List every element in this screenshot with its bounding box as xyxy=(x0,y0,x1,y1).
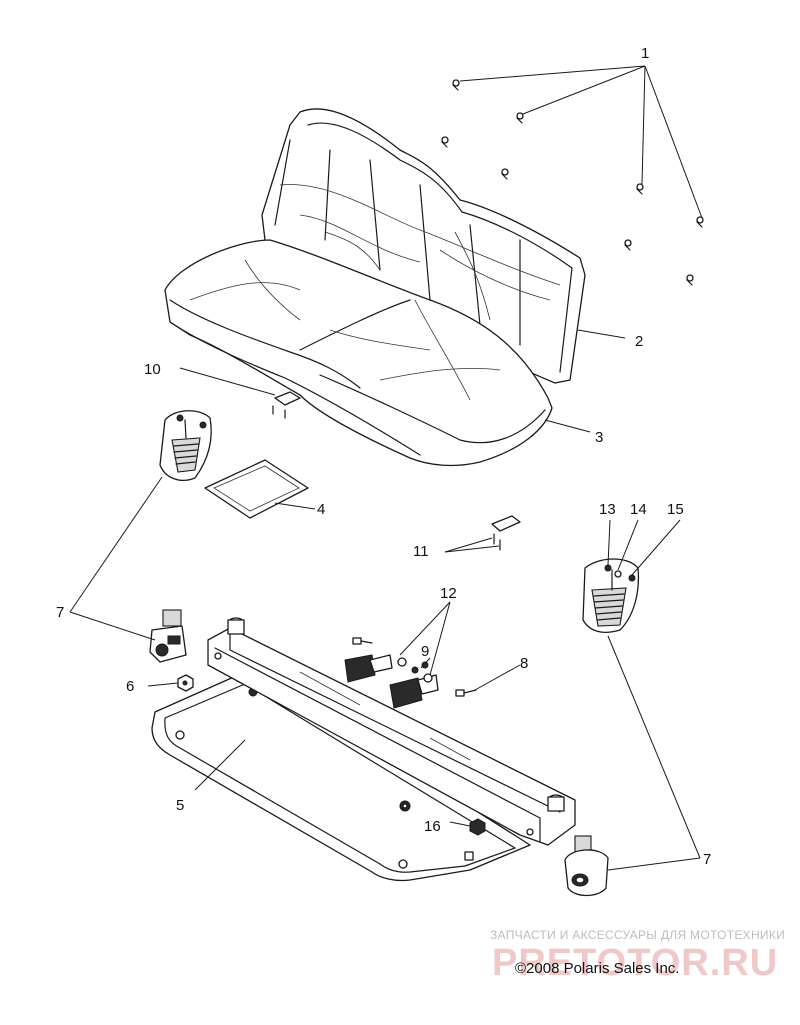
callout-1: 1 xyxy=(641,45,649,62)
copyright-notice: ©2008 Polaris Sales Inc. xyxy=(515,960,680,977)
retractor-right xyxy=(564,835,609,897)
callout-11: 11 xyxy=(413,543,429,560)
screws-part-1 xyxy=(441,79,704,286)
watermark-tagline: ЗАПЧАСТИ И АКСЕССУАРЫ ДЛЯ МОТОТЕХНИКИ xyxy=(490,928,786,942)
callout-16: 16 xyxy=(424,818,441,835)
seat-back xyxy=(261,108,586,384)
watermark-logo: PRETOTOR.RU xyxy=(492,942,779,984)
leader-lines xyxy=(69,65,703,871)
callout-10: 10 xyxy=(144,361,161,378)
seat-belt-buckle-right xyxy=(582,558,640,633)
label-card xyxy=(204,459,309,519)
seat-belt-buckle-left xyxy=(159,410,212,481)
callout-13: 13 xyxy=(599,501,616,518)
buckle-receivers xyxy=(344,654,439,709)
bracket-part-11 xyxy=(491,515,521,551)
nuts xyxy=(177,674,486,836)
callout-8: 8 xyxy=(520,655,528,672)
callout-12: 12 xyxy=(440,585,457,602)
callout-9: 9 xyxy=(421,643,429,660)
callout-2: 2 xyxy=(635,333,643,350)
callout-3: 3 xyxy=(595,429,603,446)
bracket-part-10 xyxy=(272,391,301,419)
seat-frame-tray xyxy=(151,671,531,882)
callout-14: 14 xyxy=(630,501,647,518)
callout-7-left: 7 xyxy=(56,604,64,621)
callout-4: 4 xyxy=(317,501,325,518)
callout-7-right: 7 xyxy=(703,851,711,868)
seat-cross-member xyxy=(207,617,576,846)
retractor-left xyxy=(149,609,187,663)
callout-15: 15 xyxy=(667,501,684,518)
callout-5: 5 xyxy=(176,797,184,814)
bolts xyxy=(352,637,477,697)
seat-bottom xyxy=(164,239,553,467)
callout-6: 6 xyxy=(126,678,134,695)
callout-numbers: 1 2 3 4 5 6 7 7 8 9 10 11 12 13 14 15 16 xyxy=(56,45,711,868)
